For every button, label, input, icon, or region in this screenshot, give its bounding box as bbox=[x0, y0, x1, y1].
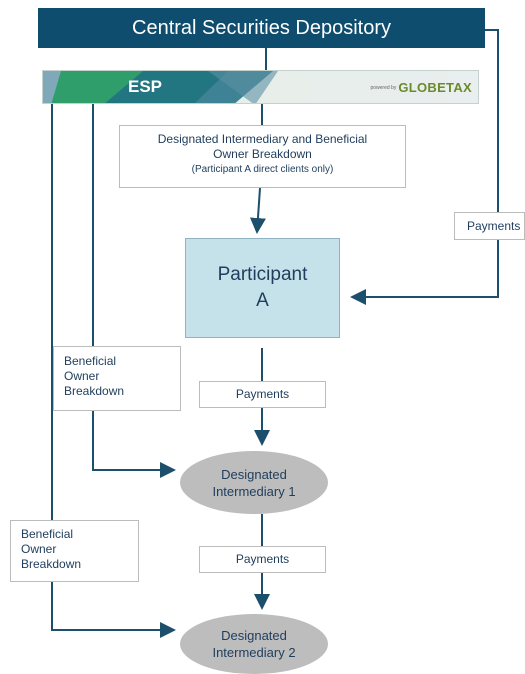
esp-to-intermediary2-arrow bbox=[51, 104, 176, 638]
beneficial-2-line-1: Beneficial bbox=[21, 527, 74, 541]
intermediary-owner-breakdown-box: Designated Intermediary and Beneficial O… bbox=[119, 125, 406, 188]
beneficial-1-line-2: Owner bbox=[64, 369, 100, 383]
globetax-logo: powered by GLOBETAX bbox=[370, 80, 472, 95]
payments-box-2: Payments bbox=[199, 546, 326, 573]
esp-to-intermediary1-arrow bbox=[92, 104, 176, 478]
esp-banner-graphic bbox=[43, 71, 278, 103]
intermediary-1-line-1: Designated bbox=[221, 466, 287, 482]
intermediary-2-line-1: Designated bbox=[221, 628, 287, 643]
payments-right-label: Payments bbox=[467, 218, 521, 233]
esp-label: ESP bbox=[128, 77, 163, 96]
designated-intermediary-2-ellipse: Designated Intermediary 2 bbox=[180, 614, 328, 674]
central-securities-depository-box: Central Securities Depository bbox=[38, 8, 485, 48]
brand-label: GLOBETAX bbox=[398, 80, 472, 95]
intermediary-2-line-2: Intermediary 2 bbox=[212, 645, 296, 660]
beneficial-2-line-2: Owner bbox=[21, 542, 57, 556]
breakdown-line-1: Designated Intermediary and Beneficial bbox=[157, 132, 368, 146]
breakdown-line-3: (Participant A direct clients only) bbox=[191, 164, 334, 175]
beneficial-owner-breakdown-box-2: Beneficial Owner Breakdown bbox=[10, 520, 139, 582]
participant-line-1: Participant bbox=[217, 264, 308, 285]
csd-label: Central Securities Depository bbox=[132, 16, 391, 39]
powered-by-label: powered by bbox=[370, 84, 397, 91]
breakdown-line-2: Owner Breakdown bbox=[213, 147, 312, 161]
designated-intermediary-1-ellipse: Designated Intermediary 1 bbox=[180, 451, 328, 514]
breakdown-to-participant-arrow bbox=[249, 187, 266, 234]
participant-line-2: A bbox=[256, 290, 269, 311]
csd-payments-right-arrow bbox=[350, 29, 499, 305]
beneficial-2-line-3: Breakdown bbox=[21, 557, 82, 571]
beneficial-owner-breakdown-box-1: Beneficial Owner Breakdown bbox=[53, 346, 181, 411]
beneficial-1-line-3: Breakdown bbox=[64, 384, 125, 398]
payments-box-1: Payments bbox=[199, 381, 326, 408]
beneficial-1-line-1: Beneficial bbox=[64, 354, 117, 368]
payments-1-label: Payments bbox=[235, 387, 290, 401]
intermediary-1-line-2: Intermediary 1 bbox=[212, 483, 296, 499]
payments-2-label: Payments bbox=[235, 552, 290, 566]
esp-banner: ESP powered by GLOBETAX bbox=[42, 70, 479, 104]
participant-a-box: Participant A bbox=[185, 238, 340, 338]
payments-box-right: Payments bbox=[454, 212, 525, 240]
